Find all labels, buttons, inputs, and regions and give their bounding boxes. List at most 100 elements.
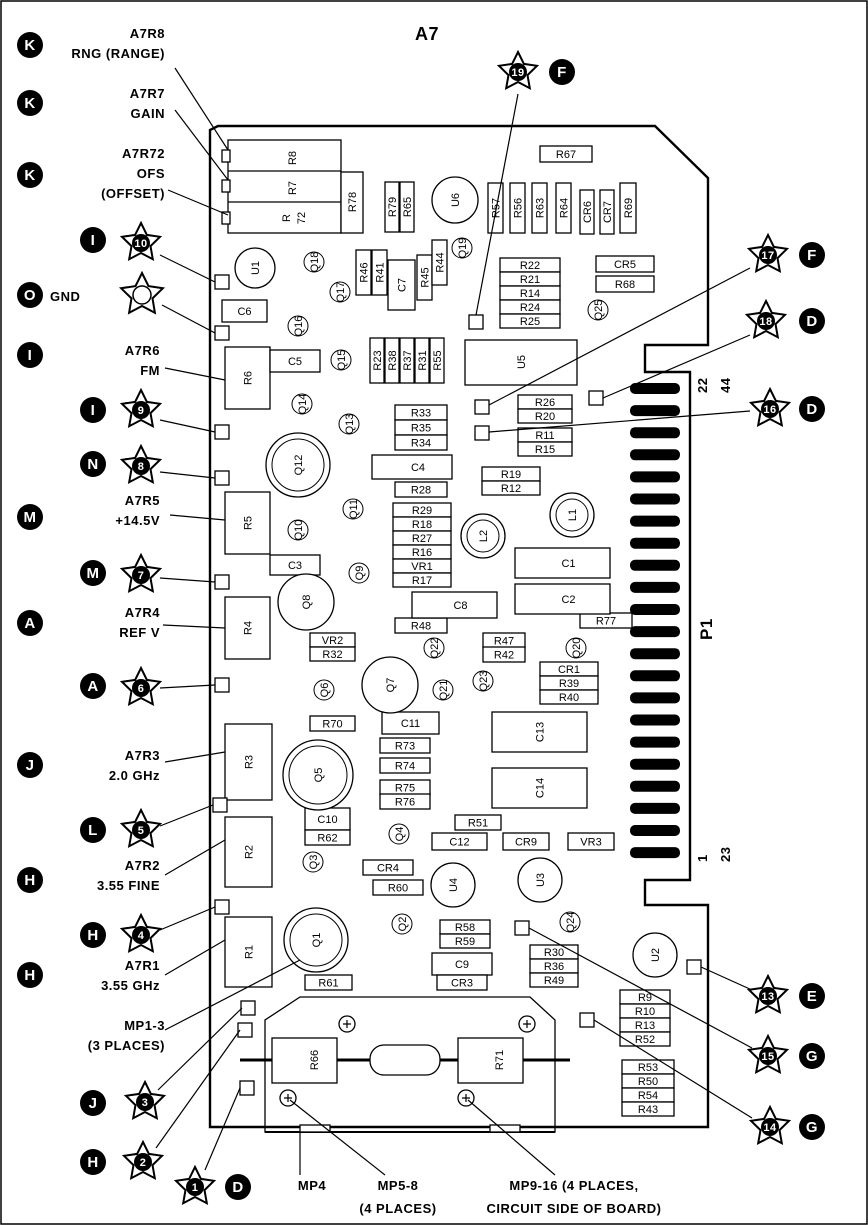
r66-label: R66 (309, 1050, 321, 1070)
test-point-pad (468, 314, 484, 330)
c1-capacitor (514, 547, 611, 579)
c7-part (387, 259, 416, 311)
q7-label: Q7 (385, 678, 397, 693)
q1-can (283, 907, 349, 973)
r60-part (372, 879, 424, 896)
vr2-label: VR2 (322, 635, 343, 647)
r65-label: R65 (402, 197, 414, 217)
connector-finger (630, 648, 680, 660)
r10-label: R10 (635, 1006, 655, 1018)
connector-finger (630, 449, 680, 461)
cr3-label: CR3 (451, 978, 473, 990)
r42-label: R42 (494, 650, 514, 662)
mounting-plate: R66 R71 (240, 996, 570, 1133)
tp3-number: 3 (142, 1097, 149, 1109)
q1-label: Q1 (311, 933, 323, 948)
r55-part (429, 337, 445, 384)
r28-part (394, 481, 448, 498)
tp14-letter-disc (799, 1114, 825, 1140)
q2-outline (391, 913, 413, 935)
r1-pot (224, 916, 273, 988)
mp13-line-0: MP1-3 (124, 1018, 165, 1033)
tp17-star-center (759, 246, 777, 264)
vr3-label: VR3 (580, 837, 601, 849)
q13-label: Q13 (344, 414, 356, 435)
q24-label: Q24 (565, 912, 577, 933)
cr7-part (599, 189, 615, 235)
l2-label: L2 (478, 530, 490, 542)
r56-part (509, 182, 526, 234)
tp4-number: 4 (138, 930, 145, 942)
connector-finger (630, 670, 680, 682)
r24-label: R24 (520, 302, 540, 314)
connector-finger (630, 537, 680, 549)
r59-part (439, 933, 491, 949)
gnd-star-center (132, 285, 152, 305)
leader-line (155, 1029, 241, 1149)
test-point-pad (214, 470, 230, 486)
q11-label: Q11 (348, 499, 360, 519)
q12-label: Q12 (293, 455, 305, 476)
r56-label: R56 (513, 198, 525, 218)
q15-label: Q15 (336, 350, 348, 371)
q20-outline (565, 637, 587, 659)
r64-label: R64 (559, 198, 571, 218)
connector-finger (630, 847, 680, 859)
tp19-number: 19 (511, 67, 524, 79)
tp8-star-center (132, 457, 150, 475)
leader-line (488, 267, 751, 406)
c10-label: C10 (317, 814, 337, 826)
a7r3-letter-disc (17, 752, 43, 778)
connector-finger (630, 626, 680, 638)
r41-part (371, 249, 388, 296)
r51-part (454, 814, 502, 831)
tp1-star-center (186, 1178, 204, 1196)
r76-part (379, 793, 431, 810)
connector-finger (630, 604, 680, 615)
c8-capacitor (411, 591, 498, 619)
a7r2-line-0: A7R2 (125, 858, 160, 873)
tp14-number: 14 (763, 1122, 777, 1134)
r75-label: R75 (395, 783, 415, 795)
r49-label: R49 (544, 975, 564, 987)
q8-can (277, 573, 335, 631)
q13-outline (338, 413, 360, 435)
r43-part (621, 1101, 675, 1117)
c14-part (491, 767, 588, 809)
tp16-letter-disc (799, 396, 825, 422)
tp5-star-center (132, 821, 150, 839)
leader-line (467, 1099, 556, 1176)
r6-label: R6 (243, 371, 255, 385)
q7-can (361, 656, 419, 714)
leader-line (528, 927, 753, 1049)
connector-finger (630, 405, 680, 417)
tp7-number: 7 (138, 570, 145, 582)
tp10-number: 10 (134, 238, 147, 250)
test-point-pad (474, 425, 490, 441)
leader-line (157, 1007, 243, 1091)
l1-label: L1 (567, 509, 579, 521)
r72-label-b: 72 (296, 212, 308, 224)
q24-outline (559, 911, 581, 933)
q6-label: Q6 (319, 683, 331, 698)
r5-pot (224, 491, 271, 555)
tp13-letter: E (807, 988, 818, 1005)
r40-part (539, 689, 599, 705)
leader-line (162, 624, 226, 629)
a7r8-letter: K (24, 37, 35, 54)
test-point-pad (214, 424, 230, 440)
u2-can (632, 932, 678, 978)
r9-label: R9 (638, 992, 652, 1004)
q17-outline (329, 281, 351, 303)
a7r5-line-0: A7R5 (125, 493, 160, 508)
leader-line (159, 684, 216, 689)
l2-inner-ring (466, 519, 500, 553)
r17-part (392, 572, 452, 588)
r36-label: R36 (544, 961, 564, 973)
tp5-number: 5 (138, 825, 145, 837)
r32-label: R32 (322, 649, 342, 661)
tp15-letter-disc (799, 1043, 825, 1069)
r59-label: R59 (455, 936, 475, 948)
r60-label: R60 (388, 883, 408, 895)
